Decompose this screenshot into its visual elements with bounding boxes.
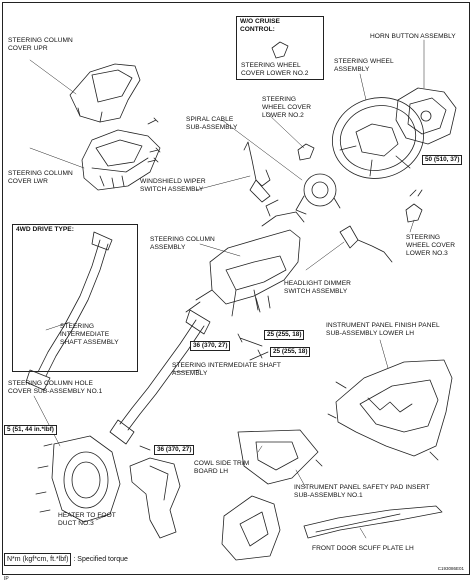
torque-box-wheel: 50 (510, 37) <box>422 155 463 165</box>
spiral-cable-drawing <box>295 173 341 215</box>
label-safety-pad: INSTRUMENT PANEL SAFETY PAD INSERT SUB-A… <box>294 484 430 499</box>
inset-4wd-drive: 4WD DRIVE TYPE: <box>12 224 138 372</box>
wheel-cover-no3-drawing <box>405 203 423 223</box>
safety-pad-drawing <box>237 429 323 485</box>
inset-cover-drawing <box>271 41 289 59</box>
label-headlight-switch: HEADLIGHT DIMMER SWITCH ASSEMBLY <box>284 280 351 295</box>
label-column-cover-upr: STEERING COLUMN COVER UPR <box>8 37 73 52</box>
heater-duct-drawing <box>129 457 181 539</box>
hole-cover-drawing <box>35 435 121 523</box>
label-wheel-cover-no2-inset: STEERING WHEEL COVER LOWER NO.2 <box>241 62 309 77</box>
inset-cruise-title: W/O CRUISE CONTROL: <box>240 18 280 33</box>
label-horn-button: HORN BUTTON ASSEMBLY <box>370 33 456 40</box>
cowl-trim-drawing <box>221 495 281 561</box>
finish-panel-drawing <box>327 359 453 461</box>
headlight-switch-drawing <box>339 225 393 263</box>
legend-box: N*m (kgf*cm, ft.*lbf) <box>4 553 72 566</box>
page-marker: IP <box>4 576 9 582</box>
4wd-shaft-drawing <box>25 231 113 391</box>
steering-wheel-drawing <box>331 97 425 179</box>
figure-code: C193086E01 <box>437 566 464 571</box>
inset-without-cruise: W/O CRUISE CONTROL: STEERING WHEEL COVER… <box>236 16 324 80</box>
torque-legend: N*m (kgf*cm, ft.*lbf) : Specified torque <box>4 553 128 566</box>
torque-box-hole-cover: 5 (51, 44 in.*lbf) <box>4 425 57 435</box>
label-column-assembly: STEERING COLUMN ASSEMBLY <box>150 236 215 251</box>
label-spiral-cable: SPIRAL CABLE SUB-ASSEMBLY <box>186 116 238 131</box>
label-wheel-cover-no2: STEERING WHEEL COVER LOWER NO.2 <box>262 96 312 119</box>
torque-box-column-1: 25 (255, 18) <box>264 330 305 340</box>
label-hole-cover: STEERING COLUMN HOLE COVER SUB-ASSEMBLY … <box>8 380 103 395</box>
horn-button-drawing <box>395 87 457 145</box>
label-column-cover-lwr: STEERING COLUMN COVER LWR <box>8 170 73 185</box>
legend-text: : Specified torque <box>73 556 128 563</box>
label-steering-wheel: STEERING WHEEL ASSEMBLY <box>334 58 394 73</box>
label-heater-duct: HEATER TO FOOT DUCT NO.3 <box>58 512 116 527</box>
label-scuff-plate: FRONT DOOR SCUFF PLATE LH <box>312 545 414 552</box>
diagram-frame <box>2 2 470 575</box>
cover-screws <box>147 117 161 163</box>
label-intermediate-shaft: STEERING INTERMEDIATE SHAFT ASSEMBLY <box>172 362 281 377</box>
label-wiper-switch: WINDSHIELD WIPER SWITCH ASSEMBLY <box>140 178 206 193</box>
wiper-switch-drawing <box>243 141 271 203</box>
wheel-cover-no2-drawing <box>297 143 315 161</box>
label-finish-panel: INSTRUMENT PANEL FINISH PANEL SUB-ASSEMB… <box>326 322 440 337</box>
inset-4wd-title: 4WD DRIVE TYPE: <box>16 226 74 233</box>
torque-box-shaft: 36 (370, 27) <box>154 445 195 455</box>
leader-lines <box>29 39 425 539</box>
column-cover-upper-drawing <box>69 63 141 123</box>
scuff-plate-drawing <box>303 505 443 539</box>
label-intermediate-shaft-4wd: STEERING INTERMEDIATE SHAFT ASSEMBLY <box>60 323 119 346</box>
label-cowl-trim: COWL SIDE TRIM BOARD LH <box>194 460 250 475</box>
label-wheel-cover-no3: STEERING WHEEL COVER LOWER NO.3 <box>406 234 456 257</box>
wheel-cover-no3-screws <box>409 189 423 197</box>
torque-box-column-2: 36 (370, 27) <box>190 341 231 351</box>
steering-column-drawing <box>185 199 305 317</box>
torque-box-column-3: 25 (255, 18) <box>270 347 311 357</box>
